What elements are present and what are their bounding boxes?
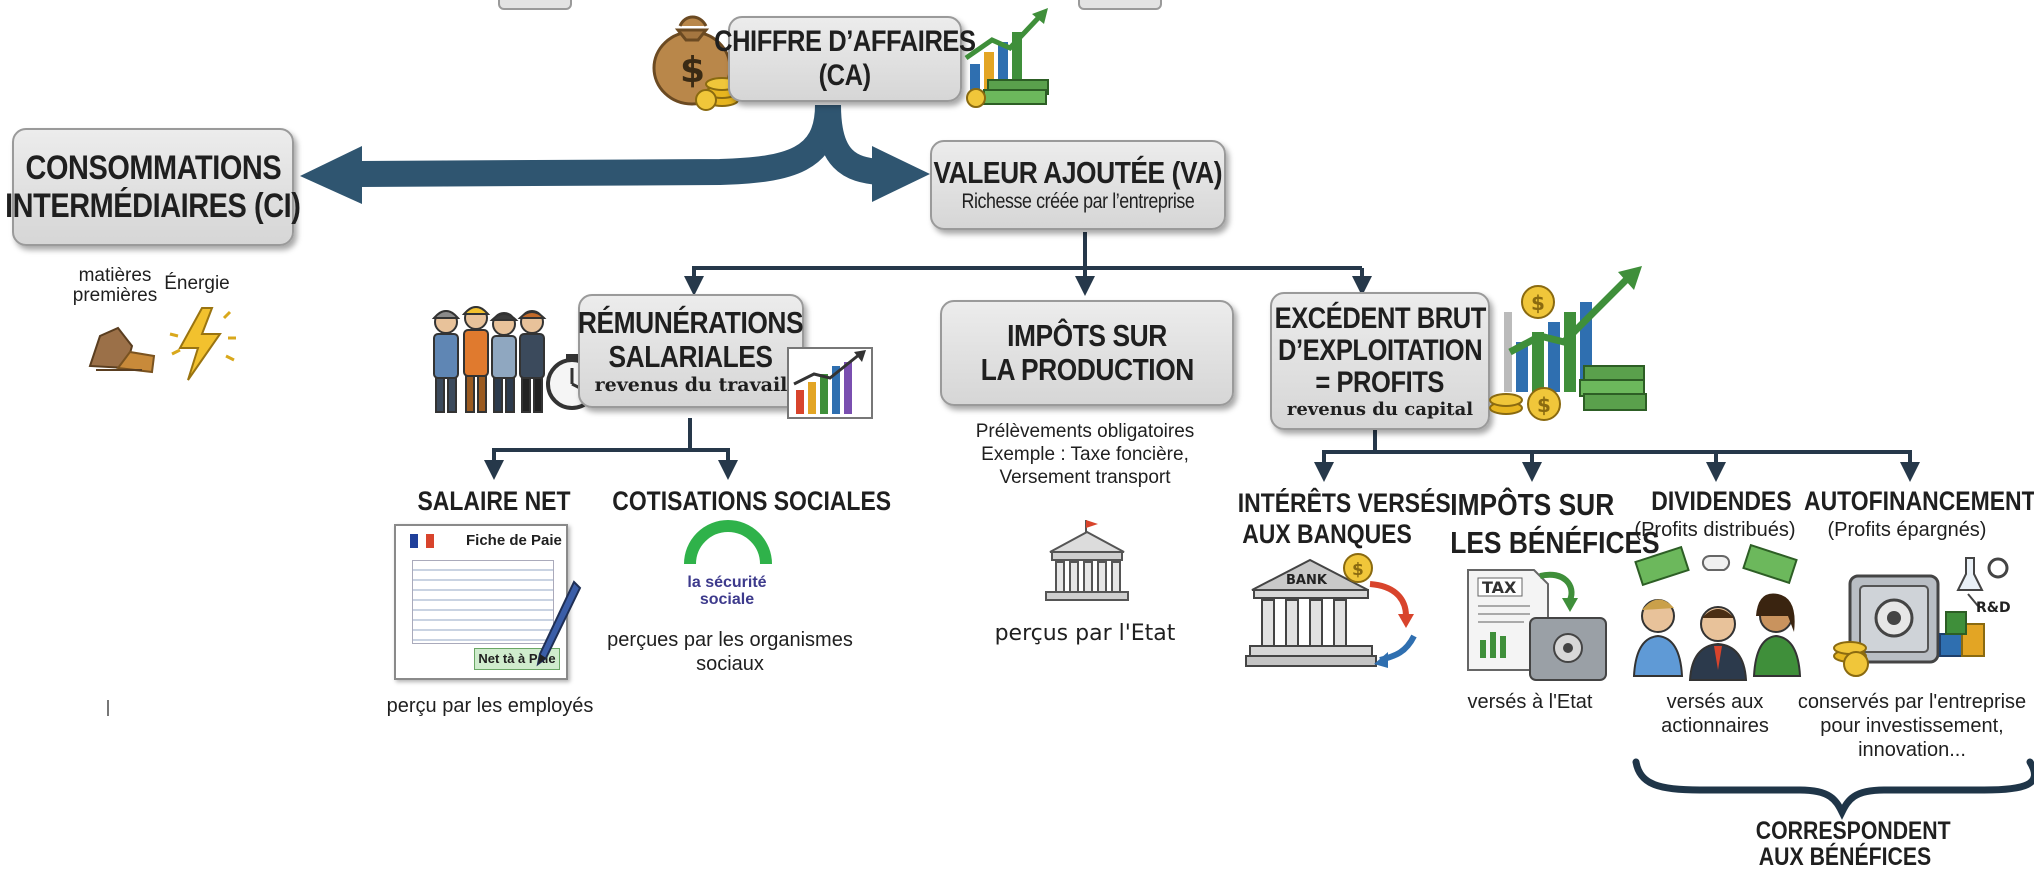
remun-title-line1: RÉMUNÉRATIONS: [578, 305, 804, 340]
split-arrow-to-va: [815, 104, 882, 185]
profit-chart-money-icon: $ $: [1489, 266, 1647, 421]
interets-line1: INTÉRÊTS VERSÉS: [1237, 488, 1451, 518]
cotisations-title: COTISATIONS SOCIALES: [612, 486, 892, 516]
payslip-net-label: Net tà à Paie: [474, 648, 560, 670]
ci-matieres-line1: matières: [78, 265, 152, 286]
va-subtitle: Richesse créée par l’entreprise: [961, 190, 1195, 213]
ci-title-line2: INTERMÉDIAIRES (CI): [5, 187, 301, 225]
split-arrow-to-ci: [359, 104, 841, 187]
svg-text:$: $: [680, 50, 705, 91]
autofinancement-title: AUTOFINANCEMENT: [1804, 486, 2034, 516]
impots-prod-line2: LA PRODUCTION: [980, 352, 1194, 387]
cotisations-caption: perçues par les organismes sociaux: [600, 628, 860, 676]
svg-text:$: $: [1352, 560, 1364, 580]
tax-document-safe-icon: TAX: [1467, 569, 1607, 681]
ci-title-line1: CONSOMMATIONS: [25, 149, 281, 187]
secu-line1: la sécurité: [687, 574, 767, 591]
salaire-caption: perçu par les employés: [386, 695, 594, 717]
impots-benefices-title: IMPÔTS SUR LES BÉNÉFICES: [1450, 486, 1660, 562]
brace-line2: AUX BÉNÉFICES: [1758, 843, 1932, 871]
ebe-line1: EXCÉDENT BRUT: [1274, 301, 1486, 335]
bar-chart-icon: [787, 347, 873, 419]
ebe-line2: D’EXPLOITATION: [1277, 333, 1483, 367]
securite-sociale-logo: [684, 520, 772, 565]
remun-subtitle: revenus du travail: [594, 374, 788, 396]
split-arrowhead-ci: [300, 146, 362, 204]
raw-materials-icon: [88, 326, 156, 374]
autofin-caption: conservés par l'entreprise pour investis…: [1790, 690, 2034, 762]
securite-sociale-text: la sécurité sociale: [672, 574, 782, 608]
svg-text:$: $: [1537, 393, 1551, 417]
ci-matieres-label: matières premières: [70, 266, 160, 306]
impots-prod-percus: perçus par l'Etat: [994, 621, 1176, 646]
impots-prod-desc-line3: Versement transport: [999, 467, 1171, 488]
lightning-icon: [169, 307, 236, 381]
impots-benef-line2: LES BÉNÉFICES: [1450, 525, 1660, 560]
money-bag-icon: $: [652, 15, 739, 111]
autofin-caption-line3: innovation...: [1858, 739, 1966, 761]
ca-title-line2: (CA): [818, 59, 872, 92]
payslip-lines: [412, 560, 554, 644]
ca-top-frame-right: [1078, 0, 1162, 10]
growth-chart-money-icon: [964, 8, 1049, 108]
impots-benef-line1: IMPÔTS SUR: [1450, 487, 1615, 522]
va-title: VALEUR AJOUTÉE (VA): [933, 155, 1223, 190]
impots-benef-caption: versés à l'Etat: [1467, 691, 1593, 713]
ca-top-frame-left: [498, 0, 572, 10]
bank-icon: BANK $: [1245, 553, 1417, 668]
cotisations-caption-line1: perçues par les organismes: [607, 629, 853, 651]
salaire-net-title: SALAIRE NET: [417, 486, 571, 516]
remun-box: RÉMUNÉRATIONS SALARIALES revenus du trav…: [578, 294, 804, 408]
impots-prod-line1: IMPÔTS SUR: [1007, 318, 1167, 353]
safe-rd-icon: R&D: [1833, 557, 2011, 677]
ca-title-line1: CHIFFRE D’AFFAIRES: [714, 25, 976, 58]
brace: [1632, 758, 2034, 820]
svg-text:$: $: [1531, 291, 1545, 315]
impots-prod-desc-line2: Exemple : Taxe foncière,: [981, 444, 1189, 465]
ci-box: CONSOMMATIONS INTERMÉDIAIRES (CI): [5, 128, 301, 246]
autofin-sub: (Profits épargnés): [1827, 519, 1987, 541]
french-flag-icon: [410, 534, 434, 548]
interets-title: INTÉRÊTS VERSÉS AUX BANQUES: [1237, 488, 1451, 550]
interets-line2: AUX BANQUES: [1242, 519, 1412, 549]
ci-energie-label: Énergie: [164, 273, 230, 294]
dividendes-caption-line2: actionnaires: [1661, 715, 1769, 737]
autofin-caption-line2: pour investissement,: [1820, 715, 2004, 737]
dividendes-sub: (Profits distribués): [1634, 519, 1796, 541]
bank-label-svg: BANK: [1286, 573, 1328, 588]
impots-prod-description: Prélèvements obligatoires Exemple : Taxe…: [935, 420, 1235, 489]
impots-prod-desc-line1: Prélèvements obligatoires: [975, 421, 1195, 442]
payslip-title: Fiche de Paie: [466, 532, 562, 549]
split-arrowhead-va: [872, 146, 930, 202]
remun-title-line2: SALARIALES: [608, 339, 774, 374]
ebe-box: EXCÉDENT BRUT D’EXPLOITATION = PROFITS r…: [1270, 292, 1490, 430]
va-box: VALEUR AJOUTÉE (VA) Richesse créée par l…: [930, 140, 1226, 230]
ca-box: CHIFFRE D’AFFAIRES (CA): [714, 16, 976, 102]
government-building-icon: [1045, 520, 1129, 601]
cotisations-caption-line2: sociaux: [696, 653, 764, 675]
dividendes-caption: versés aux actionnaires: [1640, 690, 1790, 738]
pen-icon: [536, 580, 582, 667]
autofin-caption-line1: conservés par l'entreprise: [1797, 691, 2027, 713]
shareholders-icon: [1632, 543, 1802, 681]
tax-label-svg: TAX: [1482, 578, 1517, 597]
rd-label-svg: R&D: [1976, 600, 2011, 616]
secu-line2: sociale: [699, 591, 755, 608]
dividendes-title: DIVIDENDES: [1651, 486, 1792, 516]
impots-production-box: IMPÔTS SUR LA PRODUCTION: [940, 300, 1234, 406]
ebe-line3: = PROFITS: [1315, 365, 1445, 399]
dividendes-caption-line1: versés aux: [1666, 691, 1764, 713]
correspondent-benefices-label: CORRESPONDENT AUX BÉNÉFICES: [1755, 817, 1951, 871]
brace-line1: CORRESPONDENT: [1755, 817, 1951, 845]
workers-group-icon: [431, 306, 598, 413]
ebe-subtitle: revenus du capital: [1286, 398, 1474, 420]
ci-matieres-line2: premières: [72, 285, 158, 306]
